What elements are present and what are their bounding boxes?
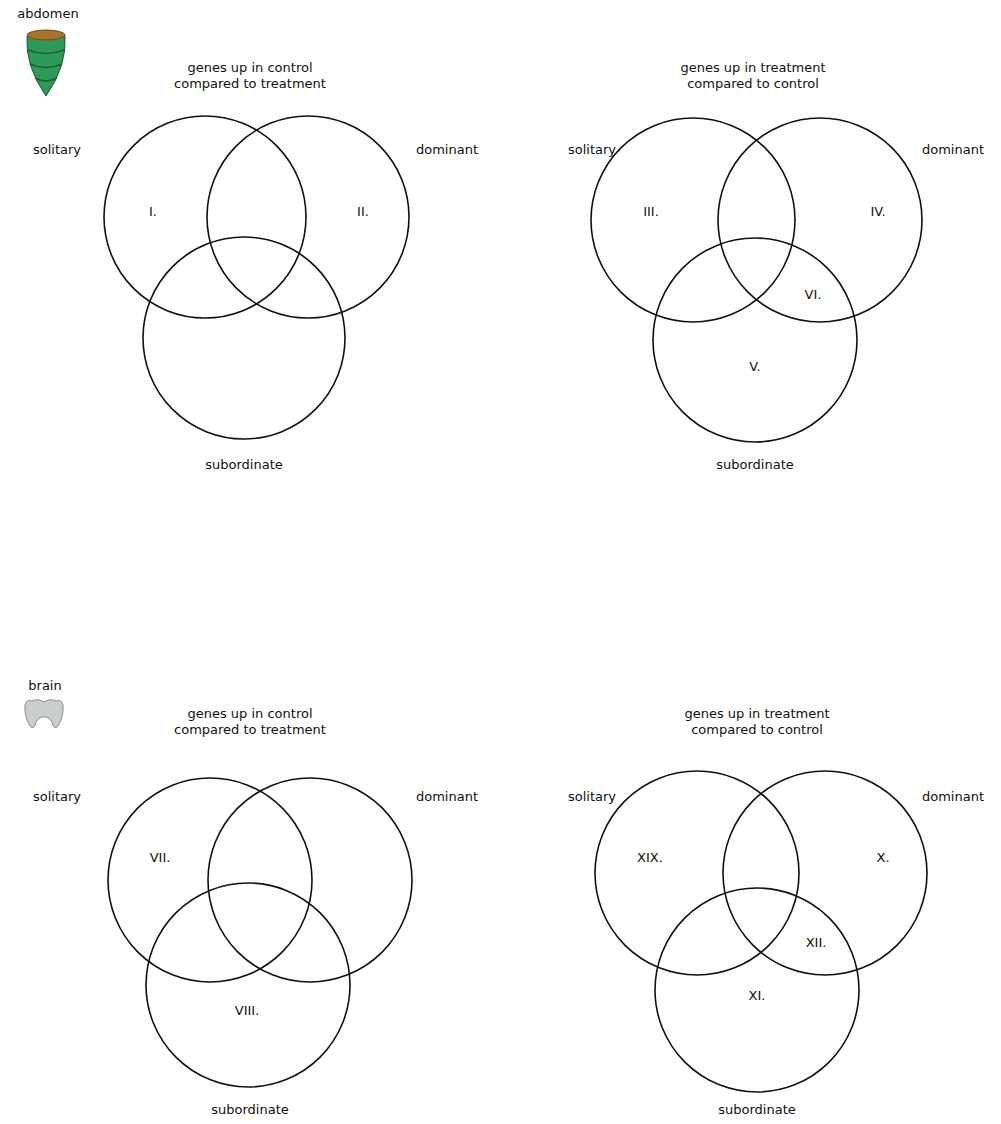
set-circle — [718, 118, 922, 322]
set-circle — [208, 778, 412, 982]
panel-title: genes up in control compared to treatmen… — [155, 60, 345, 93]
venn-circle: solitary — [590, 117, 796, 323]
tissue-label: abdomen — [17, 6, 78, 22]
set-circle — [104, 116, 306, 318]
set-label: dominant — [416, 789, 478, 805]
set-label: subordinate — [716, 457, 794, 473]
set-label: dominant — [922, 789, 984, 805]
panel-title: genes up in control compared to treatmen… — [155, 706, 345, 739]
tissue-label: brain — [28, 678, 61, 694]
venn-circle: solitary — [103, 115, 307, 319]
set-label: dominant — [416, 142, 478, 158]
region-number: XII. — [806, 935, 827, 951]
set-circle — [595, 771, 799, 975]
set-label: solitary — [33, 142, 81, 158]
circle-outline — [652, 237, 858, 443]
region-number: VIII. — [235, 1003, 260, 1019]
panel-title: genes up in treatment compared to contro… — [662, 706, 852, 739]
set-label: subordinate — [205, 457, 283, 473]
circle-outline — [590, 117, 796, 323]
region-number: VI. — [805, 287, 822, 303]
set-circle — [655, 888, 859, 1092]
set-circle — [723, 771, 927, 975]
venn-circle: subordinate — [652, 237, 858, 443]
set-label: subordinate — [211, 1102, 289, 1118]
region-number: IV. — [870, 204, 885, 220]
set-circle — [146, 883, 350, 1087]
venn-circle: solitary — [594, 770, 800, 976]
venn-circle: dominant — [206, 115, 410, 319]
set-circle — [143, 237, 345, 439]
set-circle — [591, 118, 795, 322]
set-circle — [207, 116, 409, 318]
set-label: solitary — [568, 142, 616, 158]
brain-icon — [25, 700, 63, 728]
region-number: VII. — [150, 850, 171, 866]
region-number: I. — [149, 204, 157, 220]
venn-circle: subordinate — [142, 236, 346, 440]
region-number: XIX. — [637, 850, 663, 866]
set-circle — [653, 238, 857, 442]
panel-title: genes up in treatment compared to contro… — [658, 60, 848, 93]
region-number: II. — [357, 204, 369, 220]
set-label: solitary — [33, 789, 81, 805]
region-number: X. — [876, 850, 889, 866]
circle-outline — [207, 777, 413, 983]
venn-circle: dominant — [207, 777, 413, 983]
circle-outline — [594, 770, 800, 976]
circle-outline — [145, 882, 351, 1088]
set-label: solitary — [568, 789, 616, 805]
circle-outline — [107, 777, 313, 983]
region-number: XI. — [749, 988, 766, 1004]
venn-circle: subordinate — [145, 882, 351, 1088]
set-label: subordinate — [718, 1102, 796, 1118]
region-number: III. — [643, 204, 659, 220]
abdomen-icon — [27, 30, 65, 96]
circle-outline — [206, 115, 410, 319]
circle-outline — [142, 236, 346, 440]
set-circle — [108, 778, 312, 982]
venn-circle: solitary — [107, 777, 313, 983]
circle-outline — [103, 115, 307, 319]
set-label: dominant — [922, 142, 984, 158]
region-number: V. — [749, 359, 760, 375]
